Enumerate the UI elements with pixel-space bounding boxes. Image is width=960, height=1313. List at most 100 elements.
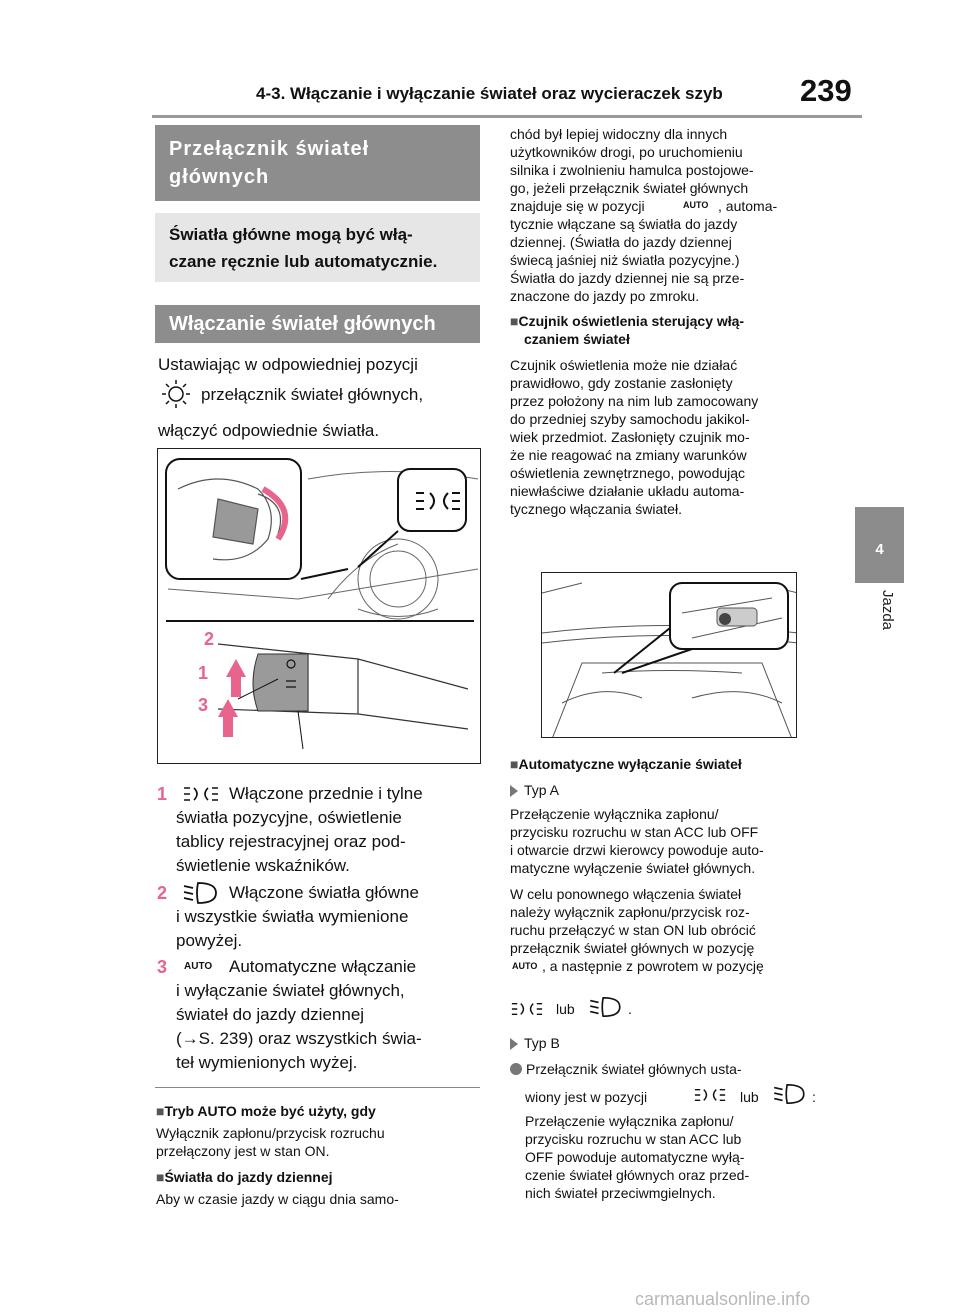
- square-bullet-icon: ■: [156, 1169, 165, 1185]
- drl-line: chód był lepiej widoczny dla innych: [510, 126, 728, 142]
- note-title-text: Światła do jazdy dziennej: [164, 1169, 333, 1185]
- note-title-cont: czaniem świateł: [524, 331, 630, 347]
- headlight-switch-illustration: 2 1 3: [157, 448, 481, 764]
- auto-icon: AUTO: [683, 200, 709, 210]
- triangle-bullet-icon: [510, 785, 518, 798]
- intro-line: przełącznik świateł głównych,: [201, 385, 424, 404]
- note-title: ■Tryb AUTO może być użyty, gdy: [156, 1100, 376, 1122]
- reenable-line: , a następnie z powrotem w pozycję: [542, 958, 764, 974]
- parking-lights-icon: [511, 1002, 543, 1016]
- parking-lights-icon: [694, 1088, 726, 1102]
- type-a-line: i otwarcie drzwi kierowcy powoduje auto-: [510, 842, 764, 858]
- running-header: 4-3. Włączanie i wyłączanie świateł oraz…: [256, 84, 723, 103]
- note-title: ■Czujnik oświetlenia sterujący włą-: [510, 312, 744, 330]
- subsection-title-box: Włączanie świateł głównych: [155, 305, 480, 343]
- item-text: i wszystkie światła wymienione: [176, 907, 409, 926]
- figure-callout-3: 3: [198, 695, 209, 715]
- item-number: 2: [157, 883, 168, 903]
- item-text: (→S. 239) oraz wszystkich świa-: [176, 1029, 422, 1048]
- note-title-text: Automatyczne wyłączanie świateł: [518, 756, 742, 772]
- item-text: tablicy rejestracyjnej oraz pod-: [176, 832, 406, 851]
- section-title-line: Przełącznik świateł: [169, 138, 370, 160]
- sensor-line: do przedniej szyby samochodu jakikol-: [510, 411, 750, 427]
- triangle-bullet-icon: [510, 1038, 518, 1051]
- sensor-line: przez położony na nim lub zamocowany: [510, 393, 759, 409]
- item-text: i wyłączanie świateł głównych,: [176, 981, 405, 1000]
- drl-line: go, jeżeli przełącznik świateł głównych: [510, 180, 749, 196]
- section-title-box: Przełącznik świateł głównych: [155, 125, 480, 201]
- drl-line: dziennej. (Światła do jazdy dziennej: [510, 234, 732, 250]
- item-text: świetlenie wskaźników.: [176, 856, 350, 875]
- type-b-label: Typ B: [524, 1035, 560, 1051]
- figure-callout-1: 1: [198, 663, 209, 683]
- note-title: ■Światła do jazdy dziennej: [156, 1166, 333, 1188]
- low-beam-icon: [183, 882, 217, 904]
- watermark: carmanualsonline.info: [635, 1289, 811, 1309]
- square-bullet-icon: ■: [510, 313, 519, 329]
- type-b-heading: Typ B: [510, 1032, 560, 1054]
- type-a-heading: Typ A: [510, 779, 559, 801]
- item-text: światła pozycyjne, oświetlenie: [176, 808, 402, 827]
- note-title: ■Automatyczne wyłączanie świateł: [510, 753, 742, 775]
- intro-line: Ustawiając w odpowiedniej pozycji: [158, 355, 418, 374]
- header-rule: [152, 115, 862, 118]
- drl-line: silnika i zwolnieniu hamulca postojowe-: [510, 162, 754, 178]
- type-a-line: matyczne wyłączenie świateł głównych.: [510, 860, 756, 876]
- sensor-line: Czujnik oświetlenia może nie działać: [510, 357, 738, 373]
- drl-line: znaczone do jazdy po zmroku.: [510, 288, 700, 304]
- type-b-line: czenie świateł głównych oraz przed-: [525, 1167, 750, 1183]
- item-text: Włączone światła główne: [229, 883, 419, 902]
- type-b-line: przycisku rozruchu w stan ACC lub: [525, 1131, 742, 1147]
- reenable-line: W celu ponownego włączenia świateł: [510, 886, 742, 902]
- sensor-line: niewłaściwe działanie układu automa-: [510, 483, 745, 499]
- square-bullet-icon: ■: [510, 756, 519, 772]
- sensor-line: wiek przedmiot. Zasłonięty czujnik mo-: [510, 429, 750, 445]
- switch-drawing: [165, 458, 479, 750]
- drl-line: , automa-: [718, 198, 778, 214]
- sensor-line: tycznego włączania świateł.: [510, 501, 682, 517]
- colon-text: :: [812, 1089, 816, 1105]
- drl-line: Światła do jazdy dziennej nie są prze-: [510, 270, 745, 286]
- note-title-text: Tryb AUTO może być użyty, gdy: [164, 1103, 376, 1119]
- reenable-line: należy wyłącznik zapłonu/przycisk roz-: [510, 904, 750, 920]
- type-a-label: Typ A: [524, 782, 560, 798]
- type-b-line: OFF powoduje automatyczne wyłą-: [525, 1149, 745, 1165]
- sensor-line: że nie reagować na zmiany warunków: [510, 447, 747, 463]
- type-a-line: przycisku rozruchu w stan ACC lub OFF: [510, 824, 759, 840]
- chapter-label: Jazda: [879, 590, 896, 631]
- auto-icon: AUTO: [184, 961, 213, 972]
- drl-line: tycznie włączane są światła do jazdy: [510, 216, 738, 232]
- parking-lights-icon: [184, 787, 218, 801]
- chapter-tab[interactable]: 4: [855, 507, 904, 583]
- note-title-text: Czujnik oświetlenia sterujący włą-: [518, 313, 745, 329]
- light-sensor-illustration: [541, 572, 797, 738]
- reenable-line: ruchu przełączyć w stan ON lub obrócić: [510, 922, 756, 938]
- dot-text: .: [628, 1001, 632, 1017]
- item-text: teł wymienionych wyżej.: [176, 1053, 358, 1072]
- low-beam-icon: [590, 996, 621, 1018]
- item-number: 1: [157, 784, 168, 804]
- drl-line: znajduje się w pozycji: [510, 198, 645, 214]
- type-b-line: nich świateł przeciwmgielnych.: [525, 1185, 716, 1201]
- low-beam-icon: [774, 1083, 805, 1105]
- item-text: Automatyczne włączanie: [229, 957, 417, 976]
- section-title-line: głównych: [169, 166, 270, 188]
- circle-bullet-icon: [510, 1063, 522, 1075]
- separator-rule: [155, 1087, 480, 1088]
- lub-text: lub: [740, 1089, 759, 1105]
- item-number: 3: [157, 957, 168, 977]
- note-text: Aby w czasie jazdy w ciągu dnia samo-: [156, 1191, 399, 1207]
- item-text: Włączone przednie i tylne: [229, 784, 423, 803]
- headlight-off-icon: [162, 380, 190, 408]
- square-bullet-icon: ■: [156, 1103, 165, 1119]
- note-text: przełączony jest w stan ON.: [156, 1143, 330, 1159]
- lub-text: lub: [556, 1001, 575, 1017]
- note-text: Wyłącznik zapłonu/przycisk rozruchu: [156, 1125, 385, 1141]
- sensor-line: prawidłowo, gdy zostanie zasłonięty: [510, 375, 733, 391]
- type-b-bullet: Przełącznik świateł głównych usta-: [510, 1058, 742, 1080]
- type-b-pos: wiony jest w pozycji: [525, 1089, 648, 1105]
- type-b-bullet-text: Przełącznik świateł głównych usta-: [526, 1061, 742, 1077]
- type-a-line: Przełączenie wyłącznika zapłonu/: [510, 806, 719, 822]
- summary-line: Światła główne mogą być włą-: [169, 225, 413, 244]
- sensor-line: oświetlenia zewnętrznego, powodując: [510, 465, 746, 481]
